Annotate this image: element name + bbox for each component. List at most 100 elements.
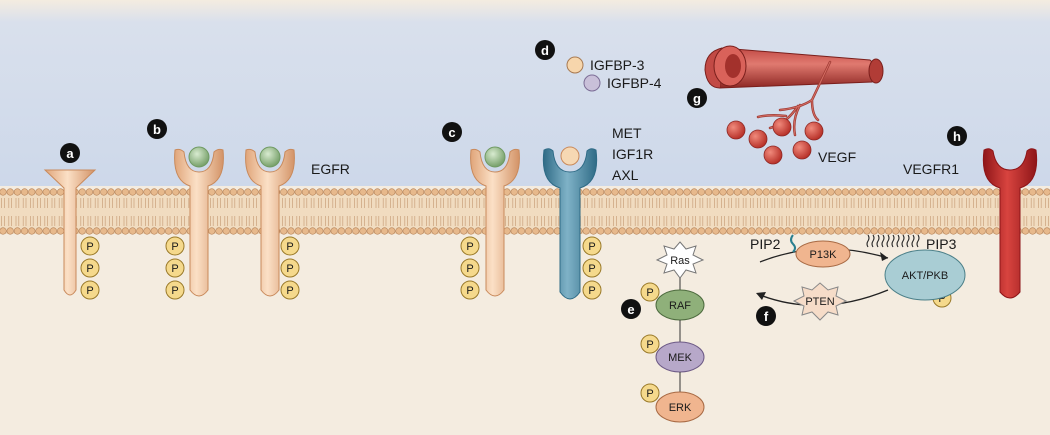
lipid-head — [373, 227, 382, 235]
svg-text:h: h — [953, 129, 961, 144]
lipid-head — [503, 227, 511, 235]
pip3-lipid — [896, 234, 900, 248]
phosphate: P — [165, 258, 185, 278]
lipid-head — [841, 227, 850, 235]
lipid-head — [510, 227, 518, 235]
lipid-head — [899, 227, 907, 235]
lipid-head — [352, 188, 360, 196]
lipid-head — [251, 227, 259, 235]
lipid-head — [971, 188, 979, 196]
pip3-lipid — [886, 234, 890, 248]
panel-g-marker: g — [687, 88, 707, 108]
lipid-head — [21, 188, 29, 196]
lipid-head — [863, 188, 871, 196]
lipid-head — [431, 188, 439, 196]
lipid-head — [949, 227, 958, 235]
lipid-head — [49, 188, 58, 196]
lipid-head — [222, 227, 230, 235]
lipid-head — [784, 227, 792, 235]
pi3k-pathway — [756, 234, 966, 321]
lipid-head — [467, 227, 475, 235]
lipid-head — [776, 227, 785, 235]
receptor-egfr-1 — [174, 146, 224, 297]
lipid-head — [654, 188, 662, 196]
lipid-head — [453, 188, 461, 196]
lipid-head — [546, 188, 554, 196]
lipid-head — [870, 188, 878, 196]
phosphate: P — [582, 258, 602, 278]
lipid-head — [345, 227, 353, 235]
vegf-label: VEGF — [818, 149, 856, 165]
lipid-head — [848, 227, 857, 235]
lipid-head — [899, 188, 907, 196]
pip3-lipid — [901, 234, 905, 248]
pip3-lipid — [866, 234, 870, 248]
lipid-head — [935, 188, 943, 196]
lipid-head — [870, 227, 878, 235]
lipid-head — [913, 188, 922, 196]
pip3-lipid — [916, 234, 920, 248]
pip3-lipid — [871, 234, 875, 248]
lipid-head — [848, 188, 857, 196]
lipid-head — [546, 227, 554, 235]
phosphate-label: P — [466, 263, 473, 275]
lipid-head — [596, 188, 605, 196]
svg-text:g: g — [693, 91, 701, 106]
akt-label: AKT/PKB — [902, 270, 948, 282]
lipid-head — [85, 227, 93, 235]
lipid-head — [0, 188, 7, 196]
lipid-head — [1036, 227, 1044, 235]
lipid-head — [668, 227, 677, 235]
lipid-head — [632, 227, 641, 235]
lipid-head — [798, 188, 806, 196]
lipid-head — [791, 227, 799, 235]
lipid-head — [352, 227, 360, 235]
lipid-head — [1028, 188, 1037, 196]
lipid-head — [517, 188, 526, 196]
phosphate: P — [460, 258, 480, 278]
lipid-head — [21, 227, 29, 235]
lipid-head — [942, 188, 950, 196]
lipid-head — [856, 188, 864, 196]
lipid-head — [805, 188, 814, 196]
lipid-head — [92, 188, 101, 196]
lipid-head — [136, 188, 144, 196]
lipid-head — [460, 188, 468, 196]
lipid-head — [740, 227, 749, 235]
lipid-head — [445, 188, 454, 196]
lipid-head — [150, 227, 158, 235]
lipid-head — [589, 188, 598, 196]
blood-vessel — [704, 45, 884, 165]
lipid-head — [769, 188, 778, 196]
igfbp3-dot — [566, 56, 584, 74]
lipid-head — [467, 188, 475, 196]
lipid-head — [237, 188, 245, 196]
lipid-head — [35, 188, 43, 196]
lipid-head — [150, 188, 158, 196]
lipid-head — [157, 227, 165, 235]
lipid-head — [834, 188, 842, 196]
phosphate-label: P — [171, 241, 178, 253]
pten-label: PTEN — [805, 296, 834, 308]
phosphate: P — [640, 334, 660, 354]
lipid-head — [647, 227, 655, 235]
lipid-head — [704, 227, 713, 235]
lipid-head — [877, 227, 886, 235]
lipid-head — [294, 188, 302, 196]
lipid-head — [301, 188, 310, 196]
lipid-head — [611, 188, 619, 196]
lipid-head — [424, 227, 432, 235]
lipid-head — [827, 227, 835, 235]
lipid-head — [345, 188, 353, 196]
lipid-head — [596, 227, 605, 235]
lipid-head — [647, 188, 655, 196]
panel-e-marker: e — [621, 299, 641, 319]
receptor-egfr-2 — [245, 146, 295, 297]
lipid-head — [884, 188, 893, 196]
lipid-head — [366, 188, 374, 196]
lipid-head — [690, 227, 698, 235]
phosphate: P — [460, 280, 480, 300]
panel-c-marker: c — [442, 122, 462, 142]
lipid-head — [892, 227, 900, 235]
